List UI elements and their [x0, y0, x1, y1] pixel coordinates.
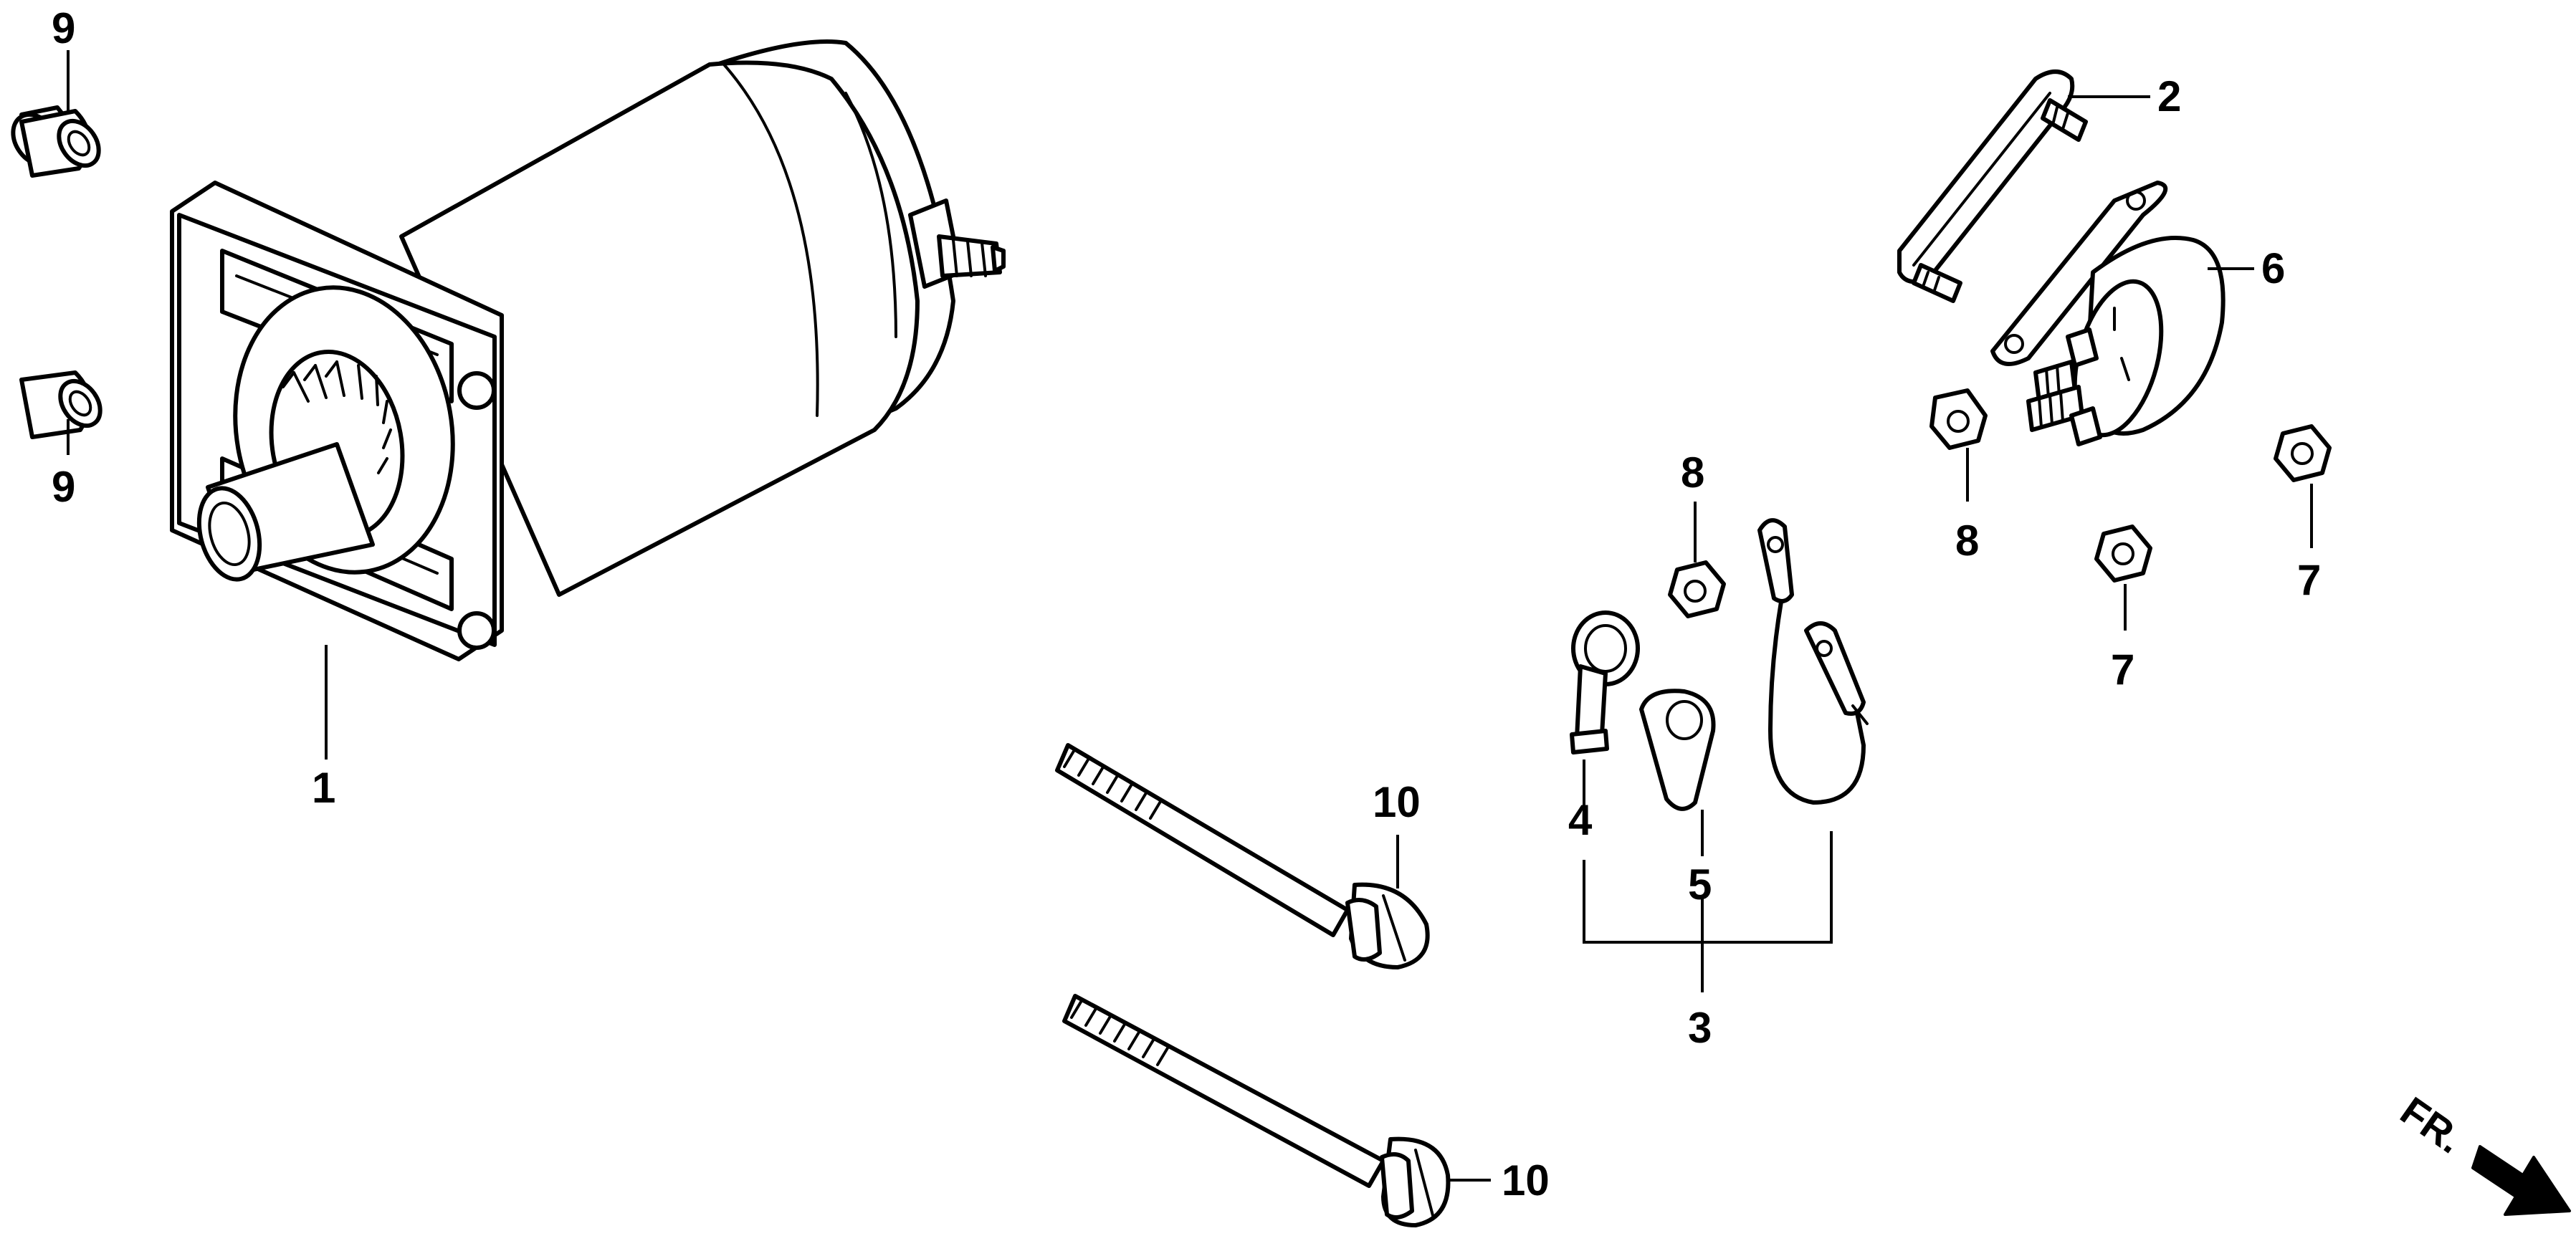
callout-10-lower: 10 [1502, 1156, 1550, 1204]
solenoid-terminals [2026, 327, 2102, 446]
callout-8-right: 8 [1955, 517, 1979, 565]
starter-solenoid-part-6 [1990, 181, 2226, 446]
callout-10-upper: 10 [1373, 778, 1421, 826]
callout-9-lower: 9 [52, 463, 75, 511]
collar-part-9-lower [19, 370, 102, 439]
leader-lines [67, 50, 2313, 1182]
flange-bolt-part-10-lower [1062, 994, 1451, 1227]
terminal-cover-part-4 [1570, 610, 1640, 754]
callout-7-left: 7 [2111, 646, 2134, 694]
callout-8-left: 8 [1681, 449, 1704, 497]
callout-6: 6 [2261, 244, 2285, 292]
callout-labels: 9 9 1 2 6 8 7 7 8 10 10 4 5 3 [52, 4, 2321, 1204]
nut-part-7-left [2094, 524, 2152, 583]
starter-motor-part-1 [170, 39, 1006, 661]
callout-9-upper: 9 [52, 4, 75, 52]
pinion-shaft [196, 442, 375, 582]
nut-part-7-right [2274, 424, 2332, 482]
callout-4: 4 [1568, 796, 1593, 844]
nut-part-8-left [1668, 560, 1726, 618]
collar-part-9-upper [11, 105, 101, 178]
flange-bolt-part-10-upper [1055, 743, 1430, 969]
fr-label: FR. [2393, 1088, 2471, 1161]
nut-part-8-right [1929, 388, 1988, 450]
callout-1: 1 [312, 764, 335, 812]
link-plate-part-2 [1897, 70, 2088, 303]
starter-cable-part-3 [1757, 518, 1869, 805]
terminal-cover-part-5 [1639, 689, 1716, 811]
callout-2: 2 [2157, 72, 2181, 120]
arrow-right-down-icon [2471, 1145, 2571, 1216]
terminal-stud [908, 198, 1006, 289]
front-direction-indicator: FR. [2393, 1088, 2571, 1216]
callout-7-right: 7 [2297, 556, 2321, 604]
callout-3: 3 [1688, 1004, 1712, 1052]
callout-5: 5 [1688, 861, 1712, 909]
